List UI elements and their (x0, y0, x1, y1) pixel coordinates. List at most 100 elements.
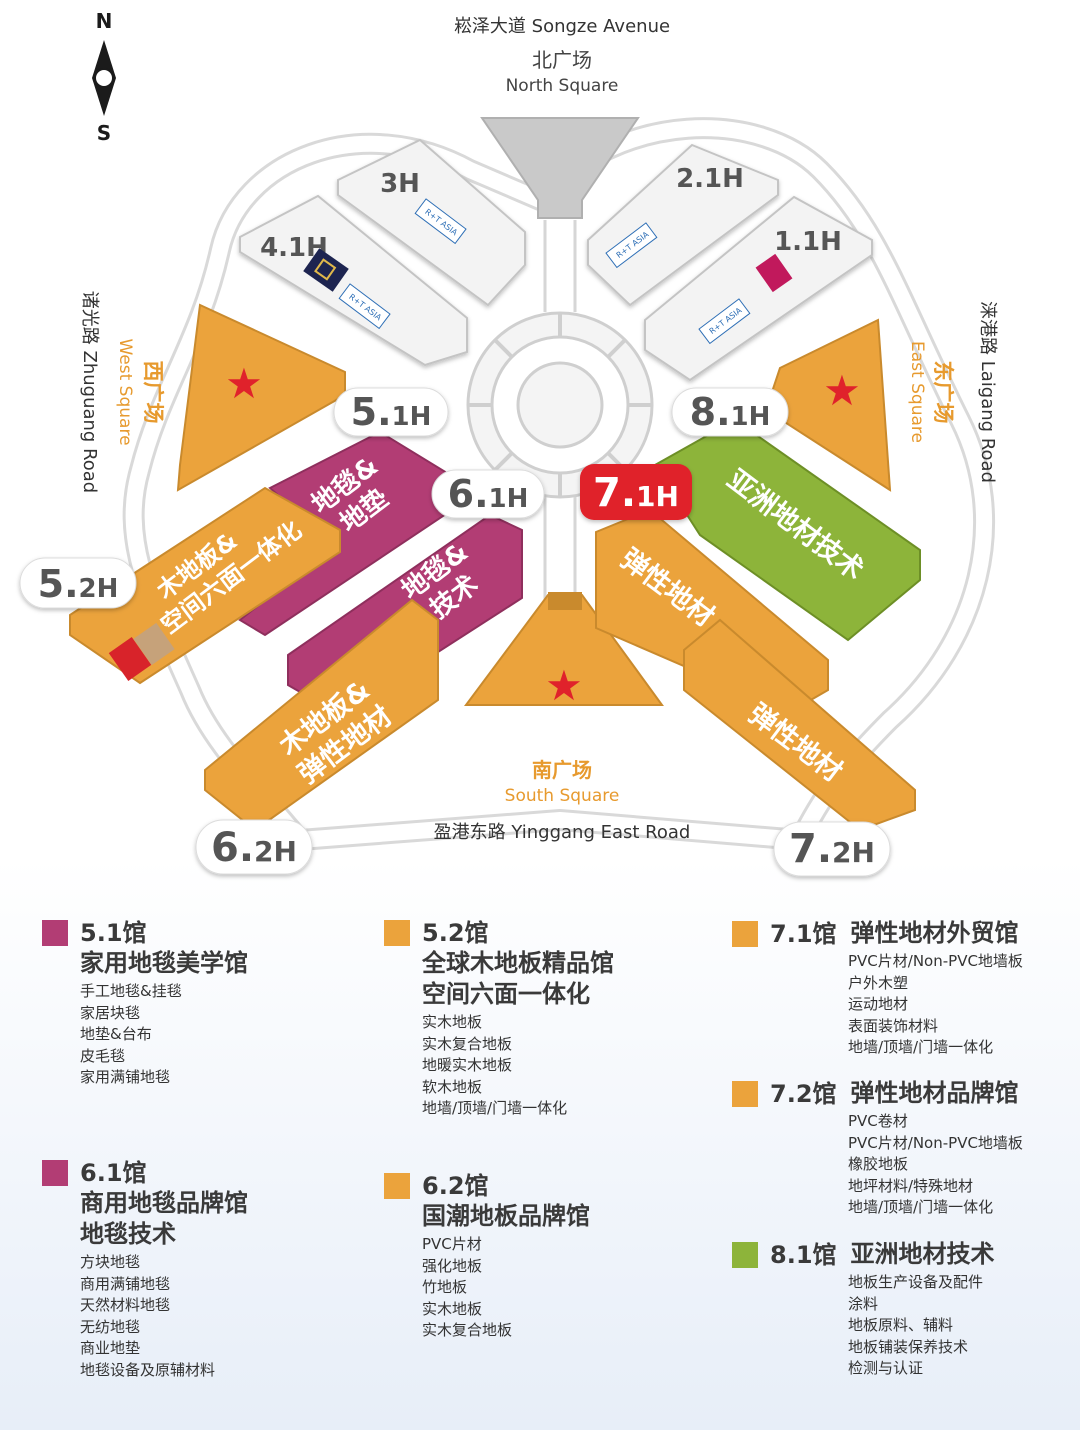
legend-item: 地板原料、辅料 (848, 1316, 954, 1335)
legend-item: 商用满铺地毯 (80, 1274, 171, 1293)
legend-item: 家居块毯 (80, 1003, 141, 1022)
legend-7-2: 7.2馆 弹性地材品牌馆 PVC卷材 PVC片材/Non-PVC地墙板 橡胶地板… (732, 1078, 1023, 1219)
legend-item: 表面装饰材料 (848, 1016, 939, 1035)
label-hall-3h: 3H (380, 169, 420, 199)
south-square-en: South Square (505, 786, 620, 806)
legend-title: 弹性地材品牌馆 (850, 1079, 1019, 1107)
badge-7-2h[interactable]: 7.2H (773, 821, 891, 877)
legend-item: 实木复合地板 (422, 1034, 513, 1053)
south-square-cn: 南广场 (532, 758, 592, 782)
compass-icon: N S (92, 9, 116, 145)
compass-north: N (96, 9, 113, 33)
legend-swatch (42, 1160, 68, 1186)
north-square-en: North Square (506, 76, 619, 96)
hall-2-1h[interactable] (587, 143, 779, 307)
legend-swatch (384, 1173, 410, 1199)
legend-item: 强化地板 (422, 1256, 483, 1275)
svg-text:6.1H: 6.1H (448, 472, 529, 516)
east-square-cn: 东广场 (931, 361, 955, 424)
legend-title: 家用地毯美学馆 (80, 949, 248, 977)
hall-5-2h[interactable] (69, 486, 341, 685)
brand-logo-1-1h (755, 253, 793, 293)
legend-6-1: 6.1馆 商用地毯品牌馆 地毯技术 方块地毯 商用满铺地毯 天然材料地毯 无纺地… (42, 1158, 248, 1382)
legend-swatch (42, 920, 68, 946)
legend-title: 商用地毯品牌馆 (80, 1189, 248, 1217)
legend-item: 方块地毯 (80, 1253, 141, 1271)
svg-text:5.2H: 5.2H (38, 562, 119, 606)
legend-hall-number: 6.2馆 (422, 1172, 489, 1200)
hall-7-2h[interactable] (683, 618, 916, 832)
hall-1-1h[interactable] (644, 195, 873, 382)
legend-item: 手工地毯&挂毯 (80, 982, 182, 1000)
legend-title: 空间六面一体化 (422, 980, 590, 1008)
east-square-en: East Square (907, 341, 927, 443)
legend-item: 地毯设备及原辅材料 (80, 1360, 216, 1379)
legend-swatch (732, 1080, 758, 1107)
legend-item: 橡胶地板 (848, 1155, 909, 1174)
venue-map: ★ ★ ★ N S 崧泽大道 Songze Avenue 盈港东路 Yingga… (19, 9, 998, 877)
hall-6-2h[interactable] (204, 598, 439, 832)
legend-item: 地垫&台布 (80, 1025, 152, 1044)
legend-title: 地毯技术 (80, 1220, 176, 1248)
legend-item: 地坪材料/特殊地材 (848, 1176, 974, 1195)
badge-6-1h[interactable]: 6.1H (431, 469, 545, 519)
legend-6-2: 6.2馆 国潮地板品牌馆 PVC片材 强化地板 竹地板 实木地板 实木复合地板 (384, 1171, 590, 1342)
legend-5-2: 5.2馆 全球木地板精品馆 空间六面一体化 实木地板 实木复合地板 地暖实木地板… (384, 918, 614, 1120)
legend-item: 商业地垫 (80, 1339, 141, 1358)
legend-item: 户外木塑 (848, 973, 909, 992)
legend-item: 软木地板 (422, 1077, 483, 1096)
brand-logos-5-2h (108, 622, 175, 681)
rt-asia-logo-2-1h: R+T ASIA (605, 222, 658, 269)
svg-text:7.2H: 7.2H (789, 826, 875, 872)
badge-7-1h[interactable]: 7.1H (580, 464, 692, 520)
east-square-star-icon: ★ (823, 366, 861, 415)
badge-8-1h[interactable]: 8.1H (671, 387, 789, 437)
legend-title: 全球木地板精品馆 (422, 949, 614, 977)
svg-text:6.2H: 6.2H (211, 825, 297, 871)
legend-item: 地板铺装保养技术 (848, 1337, 969, 1356)
north-square-cn: 北广场 (532, 48, 592, 72)
legend-item: 地墙/顶墙/门墙一体化 (848, 1198, 994, 1217)
badge-6-2h[interactable]: 6.2H (195, 819, 313, 875)
legend-title: 国潮地板品牌馆 (422, 1202, 590, 1230)
legend-item: 实木复合地板 (422, 1321, 513, 1340)
north-square-funnel (480, 117, 640, 219)
legend-item: PVC片材/Non-PVC地墙板 (848, 1133, 1023, 1152)
legend-hall-number: 5.2馆 (422, 919, 489, 947)
legend-item: 皮毛毯 (80, 1046, 126, 1065)
legend-item: 实木地板 (422, 1013, 483, 1031)
legend-item: 运动地材 (848, 995, 909, 1014)
legend-item: 家用满铺地毯 (80, 1068, 171, 1087)
road-east: 涞港路 Laigang Road (977, 301, 998, 483)
west-square (176, 303, 346, 492)
legend-8-1: 8.1馆 亚洲地材技术 地板生产设备及配件 涂料 地板原料、辅料 地板铺装保养技… (732, 1239, 995, 1380)
rt-asia-logo-1-1h: R+T ASIA (698, 298, 751, 345)
legend-item: PVC片材 (422, 1235, 482, 1253)
legend-item: 地暖实木地板 (422, 1056, 513, 1075)
legend-item: 检测与认证 (848, 1359, 924, 1378)
legend-hall-number: 5.1馆 (80, 919, 147, 947)
rt-asia-logo-3h: R+T ASIA (414, 198, 467, 245)
legend-item: 竹地板 (422, 1278, 468, 1297)
road-north: 崧泽大道 Songze Avenue (454, 16, 670, 37)
west-square-star-icon: ★ (225, 359, 263, 408)
west-square-cn: 西广场 (141, 361, 165, 424)
svg-text:5.1H: 5.1H (351, 390, 432, 434)
badge-5-2h[interactable]: 5.2H (19, 557, 137, 609)
road-west: 诸光路 Zhuguang Road (79, 291, 100, 493)
brand-logo-4-1h (303, 248, 349, 292)
legend-hall-number: 6.1馆 (80, 1159, 147, 1187)
label-hall-2-1h: 2.1H (676, 164, 744, 194)
legend-item: 涂料 (848, 1294, 879, 1313)
legend-item: PVC片材/Non-PVC地墙板 (848, 952, 1023, 970)
legend-hall-number: 7.2馆 (770, 1079, 837, 1108)
svg-text:7.1H: 7.1H (593, 470, 679, 516)
hall-4-1h[interactable] (239, 194, 468, 367)
legend-swatch (732, 920, 758, 947)
label-hall-1-1h: 1.1H (774, 227, 842, 257)
legend-swatch (732, 1241, 758, 1268)
badge-5-1h[interactable]: 5.1H (333, 387, 449, 437)
svg-text:8.1H: 8.1H (690, 390, 771, 434)
legend-title: 亚洲地材技术 (850, 1240, 995, 1268)
legend-item: PVC卷材 (848, 1112, 908, 1130)
